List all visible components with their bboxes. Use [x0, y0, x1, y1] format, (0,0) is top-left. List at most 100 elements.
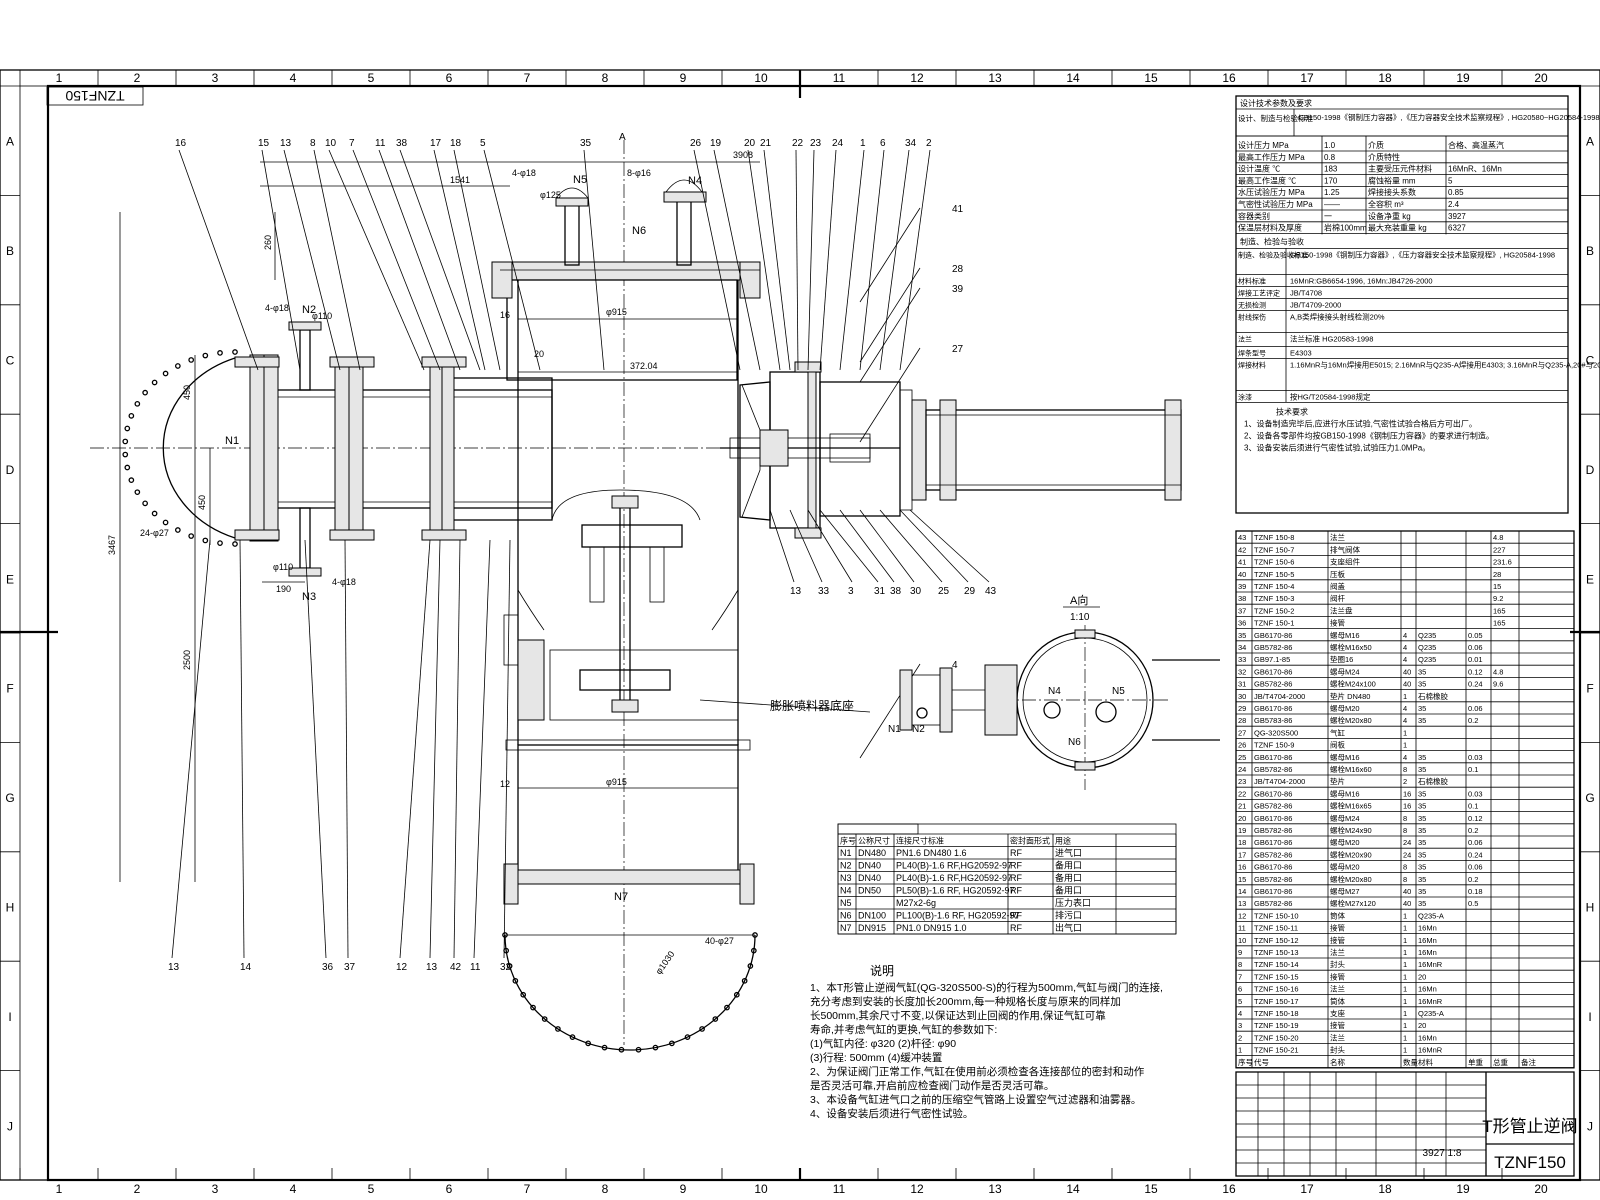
bom-cell: 1 — [1403, 960, 1407, 969]
callout-top: 13 — [280, 138, 292, 149]
zone-row-left: A — [6, 135, 14, 149]
bom-cell: 21 — [1238, 802, 1246, 811]
spec-cell: 2.4 — [1448, 200, 1460, 209]
bom-cell: QG-320S500 — [1254, 728, 1298, 737]
note-line: 寿命,并考虑气缸的更换,气缸的参数如下: — [810, 1023, 997, 1036]
bom-cell: 1 — [1403, 936, 1407, 945]
note-line: 是否灵活可靠,开启前应检查阀门动作是否灵活可靠。 — [810, 1079, 1054, 1092]
bom-cell: 0.06 — [1468, 643, 1483, 652]
bolt-hole-mark — [232, 349, 238, 355]
zone-col-top: 10 — [754, 71, 768, 85]
title-block: T形管止逆阀 TZNF150 3927 1:8 — [1235, 1071, 1578, 1177]
spec2-value: 按HG/T20584-1998规定 — [1290, 391, 1371, 401]
notes-block: 说明1、本T形管止逆阀气缸(QG-320S500-S)的行程为500mm,气缸与… — [810, 963, 1163, 1120]
zone-col-top: 7 — [524, 71, 531, 85]
bom-cell: 9.2 — [1493, 594, 1503, 603]
bom-cell: 20 — [1418, 1021, 1426, 1030]
zone-row-left: H — [6, 901, 15, 915]
nozzle-table-cell: 备用口 — [1055, 885, 1082, 896]
bom-cell: 22 — [1238, 789, 1246, 798]
bom-header: 材料 — [1418, 1057, 1434, 1067]
valve-and-cylinder — [720, 361, 1182, 539]
bom-cell: 螺母M16 — [1330, 788, 1360, 798]
callout-top: 20 — [744, 138, 756, 149]
bom-cell: 37 — [1238, 606, 1246, 615]
bolt-hole-mark — [652, 1044, 659, 1051]
bom-cell: 0.03 — [1468, 753, 1483, 762]
bom-cell: 石棉橡胶 — [1418, 776, 1448, 786]
nozzle-table-cell: RF — [1010, 848, 1022, 858]
bom-header: 数量 — [1403, 1057, 1419, 1067]
spec-footer-line: 1、设备制造完毕后,应进行水压试验,气密性试验合格后方可出厂。 — [1244, 418, 1477, 428]
zone-col-top: 13 — [988, 71, 1002, 85]
bolt-hole-mark — [752, 932, 758, 938]
nozzle-mark-n3: N3 — [302, 591, 316, 603]
bom-cell: 24 — [1403, 838, 1411, 847]
bom-cell: 0.2 — [1468, 875, 1478, 884]
callout-bottom: 11 — [470, 962, 481, 973]
bom-cell: Q235-A — [1418, 911, 1444, 920]
bom-cell: 0.06 — [1468, 704, 1483, 713]
spec-cell: 1.0 — [1324, 141, 1336, 150]
bom-cell: 12 — [1238, 911, 1246, 920]
corner-code: TZNF150 — [65, 88, 124, 104]
bom-cell: 螺栓M20x80 — [1330, 715, 1372, 725]
zone-col-bottom: 7 — [524, 1182, 531, 1196]
callout-top: 6 — [880, 138, 886, 149]
callout-bottom: 37 — [344, 962, 356, 973]
zone-row-right: E — [1586, 572, 1594, 586]
spec-cell: 合格、高温蒸汽 — [1448, 140, 1504, 150]
scale-block: 3927 1:8 — [1423, 1148, 1462, 1159]
bom-cell: 11 — [1238, 924, 1246, 933]
bom-cell: 35 — [1418, 680, 1426, 689]
bolt-hole-mark — [124, 464, 131, 471]
zone-col-bottom: 2 — [134, 1182, 141, 1196]
spec-cell: 保温层材料及厚度 — [1238, 223, 1302, 233]
bom-header: 代号 — [1254, 1057, 1269, 1067]
spec-cell: 3927 — [1448, 212, 1466, 221]
nozzle-table-cell: RF — [1010, 911, 1022, 921]
bom-cell: 28 — [1238, 716, 1246, 725]
bom-cell: 43 — [1238, 533, 1246, 542]
zone-col-top: 1 — [56, 71, 63, 85]
bom-cell: 螺栓M20x90 — [1330, 849, 1372, 859]
bolt-hole-mark — [202, 352, 209, 359]
callout-top: 2 — [926, 138, 932, 149]
nozzle-table-cell: DN915 — [858, 923, 886, 933]
zone-col-bottom: 19 — [1456, 1182, 1470, 1196]
bom-cell: TZNF 150-21 — [1254, 1046, 1299, 1055]
bom-cell: 1 — [1403, 997, 1407, 1006]
nozzle-table-cell: DN480 — [858, 848, 886, 858]
zone-row-left: G — [5, 791, 14, 805]
bolt-hole-mark — [142, 500, 148, 507]
bom-cell: 40 — [1403, 667, 1411, 676]
callout-bottom: 13 — [790, 586, 802, 597]
bom-cell: TZNF 150-8 — [1254, 533, 1294, 542]
zone-col-top: 11 — [833, 71, 846, 85]
spec-cell: 焊接接头系数 — [1368, 187, 1416, 197]
zone-col-top: 6 — [446, 71, 453, 85]
callout-bottom: 31 — [874, 586, 886, 597]
dim-260: 260 — [263, 235, 273, 250]
bom-cell: 法兰 — [1330, 947, 1346, 957]
bom-cell: 阀盖 — [1330, 581, 1346, 591]
bom-cell: GB6170-86 — [1254, 667, 1292, 676]
bom-cell: 气缸 — [1330, 727, 1346, 737]
bom-cell: 4.8 — [1493, 533, 1503, 542]
spec2-label: 无损检测 — [1238, 300, 1266, 309]
bolt-hole-mark — [512, 977, 519, 984]
nozzle-table-cell: RF — [1010, 923, 1022, 933]
bolt-hole-mark — [506, 963, 513, 969]
bolt-hole-mark — [712, 1016, 719, 1022]
callout-right: 28 — [952, 264, 964, 275]
dim-thickness-12: 12 — [500, 779, 510, 789]
bom-cell: 32 — [1238, 667, 1246, 676]
bom-cell: 0.24 — [1468, 850, 1483, 859]
spec2-value: GB150-1998《钢制压力容器》,《压力容器安全技术监察规程》, HG205… — [1290, 249, 1555, 259]
bom-cell: 法兰盘 — [1330, 605, 1353, 615]
bom-cell: 27 — [1238, 728, 1246, 737]
drawing-code: TZNF150 — [1494, 1153, 1566, 1172]
bolt-hole-mark — [124, 425, 131, 432]
zone-row-left: I — [8, 1010, 11, 1024]
